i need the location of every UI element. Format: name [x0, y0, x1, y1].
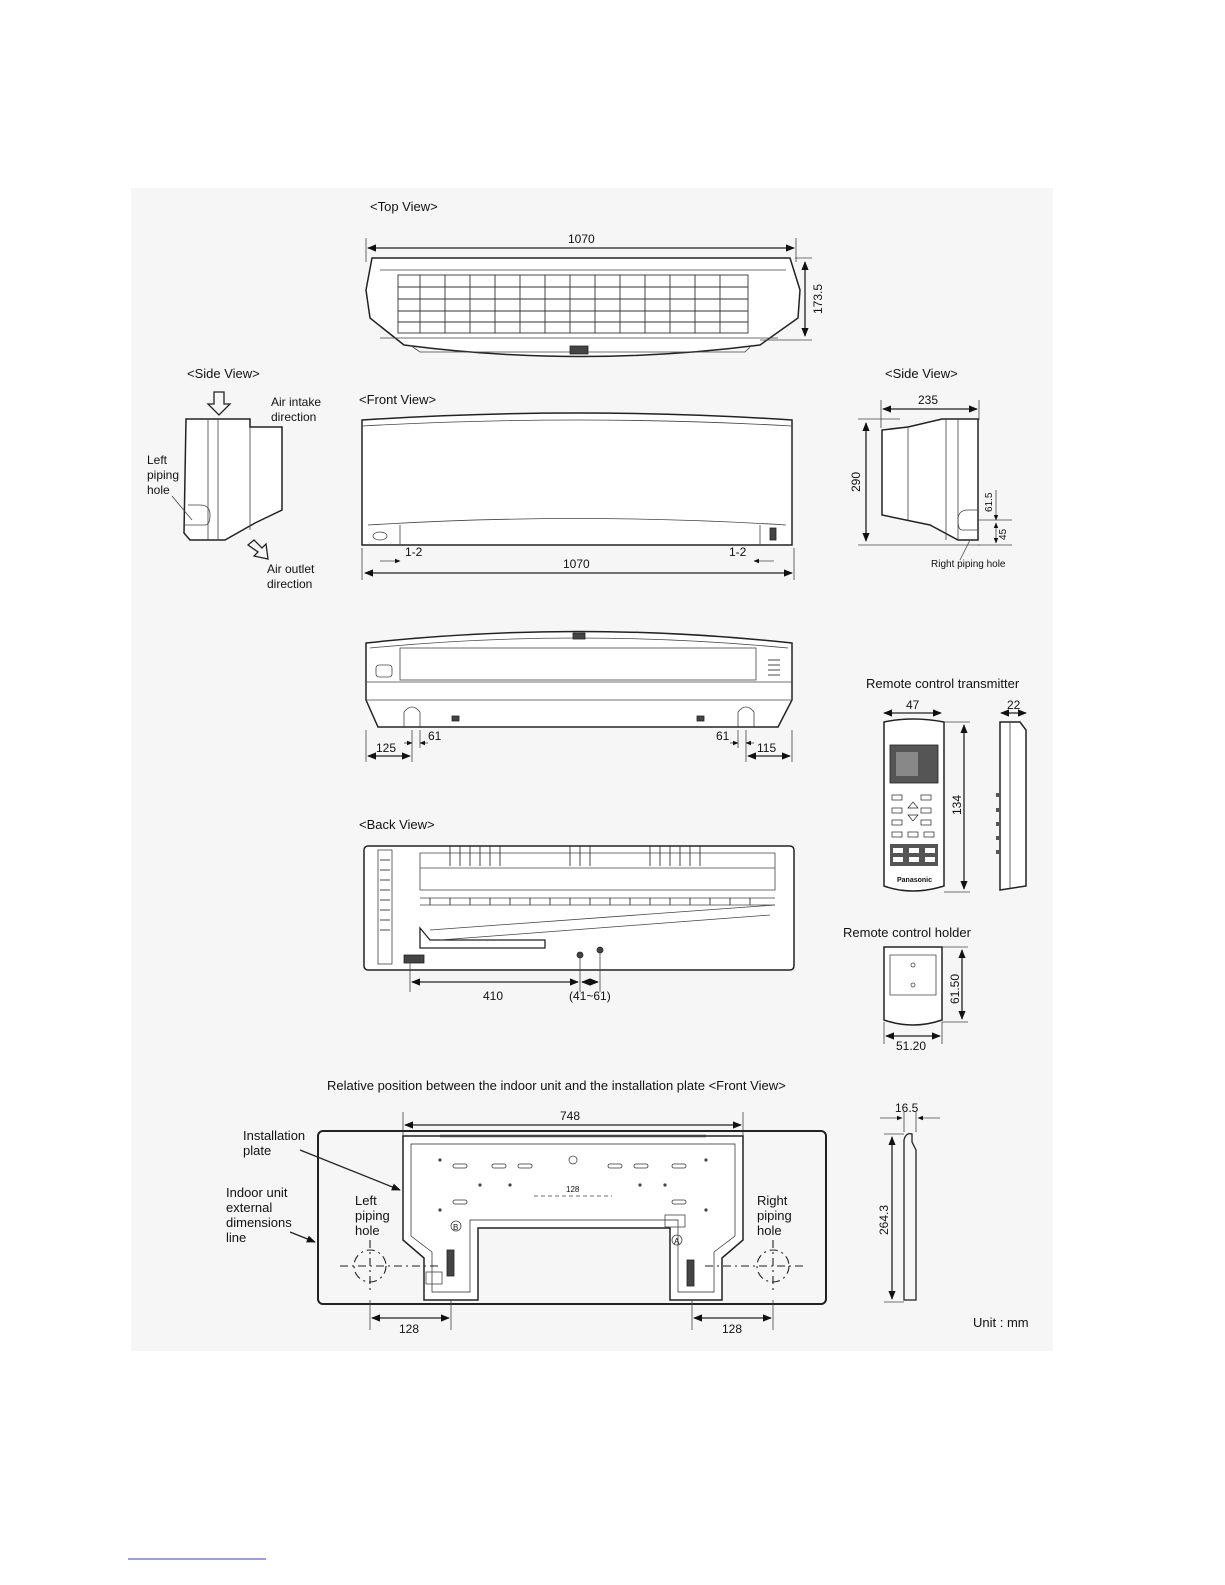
- installation-plate-label: Installation plate: [243, 1128, 309, 1158]
- right-side-dim-b-label: 45: [998, 528, 1009, 540]
- bottom-right-offset-label: 115: [757, 741, 776, 755]
- installation-left-dim-label: 128: [399, 1322, 419, 1336]
- front-left-clearance-label: 1-2: [405, 545, 423, 559]
- right-side-height-label: 290: [849, 472, 863, 492]
- unit-note: Unit : mm: [973, 1315, 1029, 1330]
- back-view: <Back View>: [359, 817, 795, 1003]
- plate-center-hole: [568, 1155, 578, 1165]
- bottom-view-body: [365, 630, 793, 728]
- front-width-label: 1070: [563, 557, 590, 571]
- right-piping-hole-label: Right piping hole: [931, 559, 1006, 570]
- installation-right-dim-label: 128: [722, 1322, 742, 1336]
- bottom-view: 125 61 61 115: [365, 630, 793, 762]
- remote-side-body: [999, 721, 1027, 891]
- air-outlet-arrow-icon: [246, 539, 269, 560]
- marker-a-icon: [671, 1234, 683, 1246]
- bottom-left-hole-label: 61: [428, 729, 442, 743]
- top-view-body: [365, 257, 801, 358]
- left-piping-hole-marker: [340, 1240, 440, 1292]
- right-side-view-title: <Side View>: [885, 366, 958, 381]
- right-side-view: <Side View> 235 290 61.5 45 Right piping…: [849, 366, 1012, 570]
- left-piping-hole-label: Left piping hole: [147, 453, 182, 497]
- right-piping-hole-marker: [705, 1240, 803, 1292]
- plate-inner-dim-label: 128: [566, 1185, 580, 1194]
- air-intake-arrow-icon: [206, 391, 232, 416]
- top-view-title: <Top View>: [370, 199, 438, 214]
- top-view: <Top View> 1070 173.5: [365, 199, 825, 358]
- top-view-grille: [397, 274, 749, 334]
- left-side-body: [183, 418, 283, 541]
- bottom-left-piping-hole: [403, 706, 421, 727]
- back-view-title: <Back View>: [359, 817, 435, 832]
- holder-body: [883, 946, 943, 1026]
- installation-plate-view: Relative position between the indoor uni…: [226, 1078, 1029, 1336]
- remote-control-transmitter: Remote control transmitter 47 Panasonic …: [866, 676, 1027, 893]
- remote-brand-label: Panasonic: [897, 877, 932, 884]
- installation-right-piping-label: Right piping hole: [757, 1193, 795, 1238]
- remote-width-label: 47: [906, 698, 920, 712]
- holder-title: Remote control holder: [843, 925, 972, 940]
- svg-text:B: B: [453, 1223, 458, 1232]
- remote-thickness-label: 22: [1007, 698, 1021, 712]
- back-range-label: (41~61): [569, 989, 611, 1003]
- top-view-width-label: 1070: [568, 232, 595, 246]
- plate-side-profile: [903, 1132, 917, 1301]
- svg-text:A: A: [674, 1237, 680, 1246]
- indoor-unit-outline-label: Indoor unit external dimensions line: [226, 1185, 295, 1245]
- installation-title: Relative position between the indoor uni…: [327, 1078, 786, 1093]
- holder-height-label: 61.50: [948, 974, 962, 1004]
- indoor-unit-outline: [317, 1130, 827, 1305]
- front-view-body: [361, 412, 793, 546]
- right-side-dim-a-label: 61.5: [984, 492, 995, 512]
- front-right-clearance-label: 1-2: [729, 545, 747, 559]
- right-side-depth-label: 235: [918, 393, 938, 407]
- installation-left-piping-label: Left piping hole: [355, 1193, 393, 1238]
- front-view: <Front View> 1-2 1-2 1070: [359, 392, 795, 580]
- bottom-right-piping-hole: [737, 706, 755, 727]
- plate-depth-label: 16.5: [895, 1101, 919, 1115]
- bottom-right-hole-label: 61: [716, 729, 730, 743]
- left-side-view-title: <Side View>: [187, 366, 260, 381]
- remote-height-label: 134: [950, 795, 964, 815]
- back-410-label: 410: [483, 989, 503, 1003]
- marker-b-icon: [450, 1220, 462, 1232]
- remote-control-holder: Remote control holder 61.50 51.20: [843, 925, 972, 1053]
- remote-title: Remote control transmitter: [866, 676, 1020, 691]
- top-view-depth-label: 173.5: [811, 284, 825, 314]
- bottom-left-offset-label: 125: [376, 741, 396, 755]
- back-view-body: [363, 845, 795, 971]
- air-outlet-label: Air outlet direction: [267, 562, 318, 591]
- front-view-title: <Front View>: [359, 392, 436, 407]
- installation-plate-outline: [402, 1135, 744, 1301]
- plate-height-label: 264.3: [877, 1205, 891, 1235]
- holder-width-label: 51.20: [896, 1039, 926, 1053]
- installation-width-label: 748: [560, 1109, 580, 1123]
- left-side-view: <Side View> Air intake direction Left pi…: [147, 366, 324, 591]
- air-intake-label: Air intake direction: [271, 395, 324, 424]
